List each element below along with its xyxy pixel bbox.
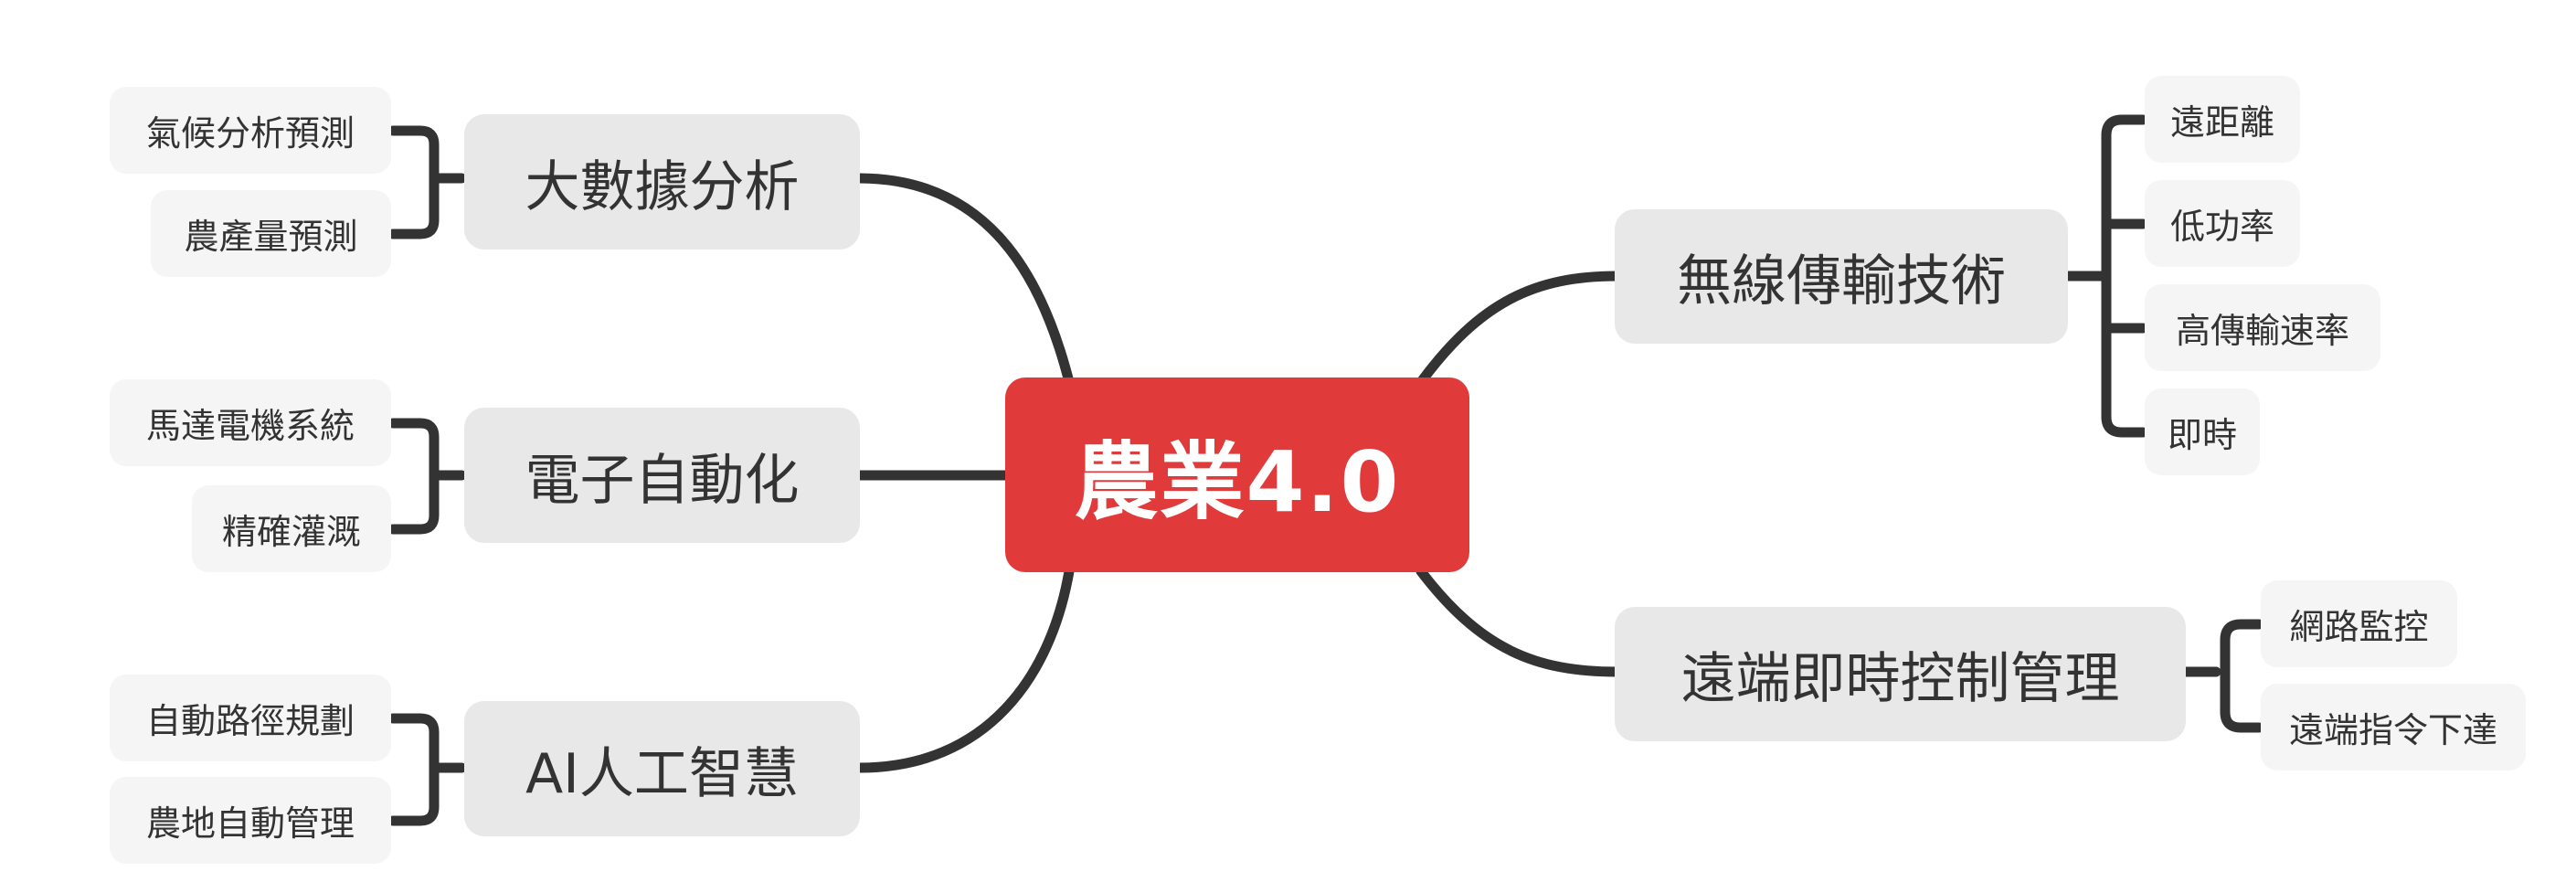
subtopic-farm-auto-management[interactable]: 農地自動管理 — [110, 777, 391, 864]
bracket-wireless — [2062, 114, 2148, 438]
connector-central-ai — [853, 566, 1075, 773]
subtopic-long-range[interactable]: 遠距離 — [2145, 76, 2300, 163]
subtopic-low-power[interactable]: 低功率 — [2145, 180, 2300, 267]
bracket-big-data — [387, 125, 467, 239]
connector-central-remote — [1415, 566, 1623, 677]
bracket-ai — [387, 713, 467, 826]
subtopic-climate-forecast[interactable]: 氣候分析預測 — [110, 87, 391, 174]
subtopic-network-monitoring[interactable]: 網路監控 — [2261, 580, 2457, 667]
subtopic-precision-irrigation[interactable]: 精確灌溉 — [192, 485, 391, 572]
subtopic-auto-path-planning[interactable]: 自動路徑規劃 — [110, 675, 391, 761]
subtopic-high-transfer-rate[interactable]: 高傳輸速率 — [2145, 284, 2380, 371]
connector-central-big-data — [853, 173, 1075, 388]
branch-wireless[interactable]: 無線傳輸技術 — [1615, 209, 2068, 344]
connector-central-wireless — [1415, 271, 1623, 388]
branch-remote[interactable]: 遠端即時控制管理 — [1615, 607, 2186, 741]
bracket-remote — [2180, 619, 2264, 733]
subtopic-yield-forecast[interactable]: 農產量預測 — [151, 190, 391, 277]
subtopic-motor-system[interactable]: 馬達電機系統 — [110, 379, 391, 466]
subtopic-real-time[interactable]: 即時 — [2145, 388, 2260, 475]
branch-big-data[interactable]: 大數據分析 — [464, 114, 860, 250]
branch-automation[interactable]: 電子自動化 — [464, 408, 860, 543]
bracket-automation — [387, 418, 467, 535]
central-topic[interactable]: 農業4.0 — [1005, 377, 1469, 572]
branch-ai[interactable]: AI人工智慧 — [464, 701, 860, 836]
subtopic-remote-command[interactable]: 遠端指令下達 — [2261, 684, 2526, 771]
